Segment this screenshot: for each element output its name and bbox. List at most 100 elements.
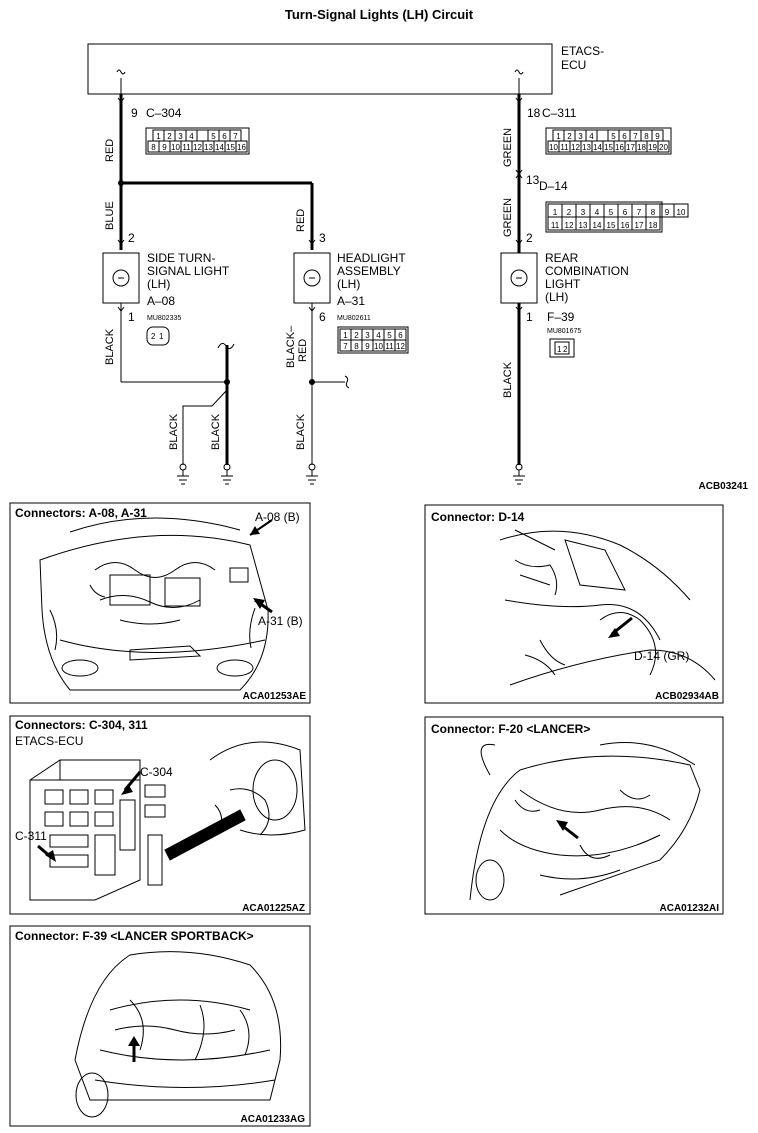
pin-label: 12 [396, 342, 405, 351]
pin-label: 14 [215, 143, 224, 152]
pin-label: 6 [398, 331, 403, 340]
pin-label: 15 [604, 143, 613, 152]
rear-label-1: REAR [545, 251, 579, 265]
ground-icon-2 [221, 463, 233, 485]
pin-label: 17 [635, 221, 644, 230]
rear-label-4: (LH) [545, 290, 568, 304]
pin-label: 6 [222, 132, 227, 141]
pin-label: 7 [633, 132, 638, 141]
pin-label: 6 [623, 208, 628, 217]
panel-5-code: ACA01233AG [241, 1114, 306, 1125]
head-label-1: HEADLIGHT [337, 251, 406, 265]
wire-label-blue: BLUE [104, 201, 116, 230]
pin-label: 15 [607, 221, 616, 230]
wire-label-black-red-1: BLACK– [285, 325, 297, 368]
pin-label: 1 [556, 132, 561, 141]
head-connector: A–31 [337, 294, 365, 308]
ecu-break-right [514, 69, 524, 75]
rear-plug-inner [554, 341, 570, 355]
c311-name: C–311 [542, 106, 577, 120]
wire-label-black-2: BLACK [168, 413, 180, 450]
pin-label: 1 [156, 132, 161, 141]
panel-1-title: Connectors: A-08, A-31 [15, 506, 147, 520]
ecu-box [87, 43, 553, 95]
panel-2-code: ACB02934AB [655, 691, 719, 702]
panel-f39: Connector: F-39 <LANCER SPORTBACK> ACA01… [9, 925, 311, 1127]
rear-plug-icon [549, 338, 575, 358]
pin-label: 12 [571, 143, 580, 152]
c311-pin: 18 [527, 106, 541, 120]
pin-label: 5 [387, 331, 392, 340]
arrowhead-c304 [121, 784, 133, 795]
pin-label: 3 [578, 132, 583, 141]
ecu-label-1: ETACS- [561, 44, 604, 58]
pin-label: 12 [565, 221, 574, 230]
pin-label: 5 [609, 208, 614, 217]
pin-label: 8 [651, 208, 656, 217]
diagram-title: Turn-Signal Lights (LH) Circuit [284, 7, 474, 22]
panel-3-code: ACA01225AZ [242, 903, 305, 914]
pin-cell [596, 129, 609, 142]
ecu-break-left [116, 69, 126, 75]
callout-a31: A-31 (B) [258, 614, 303, 628]
pin-label: 13 [579, 221, 588, 230]
wire-label-black-3: BLACK [210, 413, 222, 450]
pin-label: 13 [204, 143, 213, 152]
d14-junction-arrows [515, 169, 523, 179]
callout-d14: D-14 (GR) [634, 649, 689, 663]
pin-label: 11 [551, 221, 560, 230]
side-plug-pin-a: 2 [151, 332, 156, 341]
pin-label: 16 [237, 143, 246, 152]
pin-label: 7 [637, 208, 642, 217]
pin-label: 9 [665, 208, 670, 217]
callout-c311: C-311 [15, 829, 47, 843]
rear-plug-pin-a: 1 [557, 345, 562, 354]
ground-icon-4 [513, 463, 525, 485]
side-plug-pin-b: 1 [159, 332, 164, 341]
pin-label: 4 [589, 132, 594, 141]
pin-label: 7 [343, 342, 348, 351]
c304-name: C–304 [146, 106, 182, 120]
rear-connector: F–39 [547, 310, 575, 324]
rear-pin-bottom: 1 [526, 310, 533, 324]
arrow-side-top [117, 239, 125, 245]
arrow-rear-bottom [515, 306, 523, 312]
arrow-head-top [308, 239, 316, 245]
side-pin-bottom: 1 [128, 310, 135, 324]
arrow-rear-top [515, 239, 523, 245]
side-bulb-icon [112, 269, 130, 287]
head-label-3: (LH) [337, 277, 360, 291]
arrowhead-f39 [128, 1036, 140, 1046]
pin-label: 7 [233, 132, 238, 141]
arrow-c311 [515, 97, 523, 103]
connector-frame [545, 201, 663, 233]
wire-label-black-4: BLACK [295, 413, 307, 450]
head-pin-bottom: 6 [319, 310, 326, 324]
pin-label: 1 [343, 331, 348, 340]
side-pin-top: 2 [128, 231, 135, 245]
pin-label: 14 [593, 143, 602, 152]
pin-label: 1 [553, 208, 558, 217]
pin-label: 4 [189, 132, 194, 141]
pin-cell [673, 203, 689, 218]
d14-name: D–14 [539, 179, 568, 193]
engine-bay-illustration [39, 517, 269, 691]
side-plug-icon [146, 326, 170, 346]
pin-label: 4 [595, 208, 600, 217]
connector-frame [337, 326, 409, 354]
ecu-module-illustration [29, 741, 306, 901]
arrow-side-bottom [117, 306, 125, 312]
callout-etacs-ecu: ETACS-ECU [15, 734, 83, 748]
pin-label: 14 [593, 221, 602, 230]
side-connector: A–08 [147, 294, 175, 308]
pin-label: 3 [365, 331, 370, 340]
arrow-head-bottom [308, 306, 316, 312]
wire-ground-black-1 [182, 389, 228, 465]
rear-partnum: MU801675 [547, 328, 581, 335]
pin-label: 11 [182, 143, 191, 152]
pin-label: 2 [567, 208, 572, 217]
connector-frame [545, 127, 672, 155]
